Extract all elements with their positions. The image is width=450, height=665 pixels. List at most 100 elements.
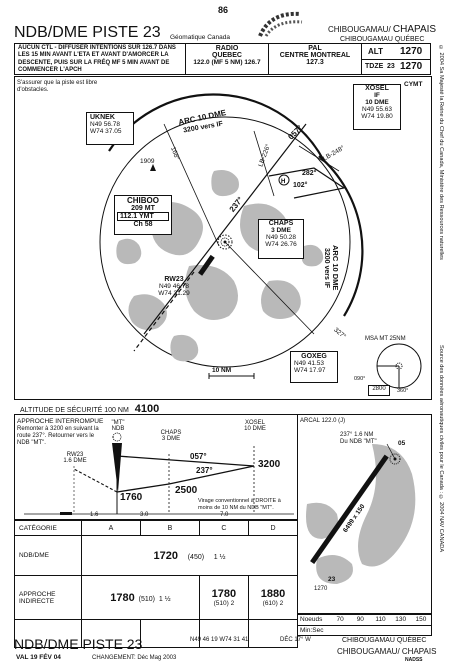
ndb-note: 237° 1.6 NM Du NDB "MT": [340, 432, 377, 446]
aerodrome-lakes: [306, 444, 416, 584]
straight-label: NDB/DME: [14, 535, 82, 576]
alt-label: ALT: [368, 47, 383, 56]
chaps-dme: 3 DME: [271, 227, 291, 234]
circ-c-extra: (510) 2: [200, 600, 248, 607]
runway-symbol: [198, 254, 215, 276]
xosel-dme: 10 DME: [365, 99, 389, 106]
chiboo-channel: Ch 58: [133, 221, 153, 228]
rw23-name: RW23: [164, 276, 184, 283]
ndb-mt-symbol: [389, 453, 401, 465]
city-name-chapais: CHAPAIS: [392, 24, 437, 35]
profile-alt-3200: 3200: [258, 459, 281, 470]
missed-climb: [73, 468, 118, 493]
chaps-profile-label: CHAPS 3 DME: [156, 430, 186, 442]
heading-102: 102°: [293, 182, 308, 189]
minsec-row: Min:Sec: [298, 626, 431, 636]
msa-value-box: 2800: [368, 385, 390, 396]
chaps-lon: W74 26.76: [265, 241, 297, 248]
mt-label: "MT" NDB: [106, 420, 130, 432]
radial-168: [163, 123, 220, 247]
descent-path-2: [116, 483, 170, 493]
cat-c: C: [198, 520, 249, 536]
rw23-lat: N49 46.78: [159, 283, 189, 290]
minima-spacer-row: [14, 619, 299, 648]
city-name: CHIBOUGAMAU/: [328, 25, 391, 34]
msa-brg-090: 090°: [354, 376, 366, 382]
fix-h-letter: H: [281, 179, 285, 185]
aerodrome-elev: 1270: [314, 586, 328, 592]
cat-a: A: [81, 520, 141, 536]
obstacle-elev: 1909: [140, 158, 155, 165]
cat-b: B: [139, 520, 200, 536]
chiboo-dme-freq: 112.1 YMT: [120, 213, 154, 220]
circling-row: APPROCHE INDIRECTE 1780 (510) 1 ½ 1780 (…: [14, 575, 299, 620]
pal-name: CENTRE MONTREAL: [279, 52, 351, 59]
rw23-label: RW23 N49 46.78 W74 31.29: [150, 276, 198, 297]
knots-row: Noeuds 70 90 110 130 150: [298, 615, 431, 626]
chaps-profile-dme: 3 DME: [161, 436, 181, 442]
tdze-value: 1270: [400, 61, 423, 72]
chaps-lat: N49 50.28: [266, 234, 296, 241]
knots-90: 90: [356, 616, 364, 623]
circ-ab-vis: 1 ½: [158, 595, 171, 603]
footer-title: NDB/DME PISTE 23: [14, 636, 143, 652]
radio-label: RADIO: [215, 45, 239, 52]
fix-h-circle: [278, 174, 290, 186]
chaps-profile-name: CHAPS: [160, 430, 182, 436]
rw23-profile-dme: 1.6 DME: [63, 458, 87, 464]
circ-c-hat: (510): [213, 600, 229, 607]
uknek-lon: W74 37.05: [90, 128, 122, 135]
circ-c-mda: 1780: [211, 588, 237, 600]
footer-change: CHANGEMENT: Déc Mag 2003: [92, 655, 177, 661]
speed-table: Noeuds 70 90 110 130 150 Min:Sec: [297, 614, 432, 636]
radio-name: QUEBEC: [212, 52, 242, 59]
city-line-1: CHIBOUGAMAU/ CHAPAIS: [328, 24, 436, 35]
safe-alt-value: 4100: [134, 403, 160, 415]
ten-nm-ring: [99, 116, 351, 368]
clear-runway-note: S'assurer que la piste est libre d'obsta…: [17, 80, 98, 93]
page-number: 86: [218, 5, 229, 15]
rw23-profile-label: RW23 1.6 DME: [60, 452, 90, 464]
pal-label: PAL: [308, 45, 322, 52]
profile-hdg-237: 237°: [196, 466, 213, 475]
descent-path-1: [116, 455, 255, 467]
tdze-label: TDZE: [365, 63, 384, 70]
circling-label: APPROCHE INDIRECTE: [14, 575, 82, 620]
chiboo-box: CHIBOO 209 MT 112.1 YMT Ch 58: [114, 195, 172, 235]
chart-title: NDB/DME PISTE 23: [14, 24, 161, 41]
xosel-lat: N49 55.63: [362, 106, 392, 113]
knots-label: Noeuds: [300, 616, 323, 623]
circling-d: 1880 (610) 2: [247, 575, 299, 620]
pal-box: PAL CENTRE MONTREAL 127.3: [268, 43, 362, 75]
missed-approach-track: [133, 271, 195, 352]
final-approach-track: [143, 123, 307, 335]
straight-vis: 1 ½: [213, 553, 226, 561]
footer-validity: VAL 19 FÉV 04: [16, 654, 61, 661]
missed-title: APPROCHE INTERROMPUE: [17, 418, 104, 425]
minima-header-row: CATÉGORIE A B C D: [14, 520, 299, 536]
straight-hat: (450): [187, 553, 205, 561]
circling-ab: 1780 (510) 1 ½: [81, 575, 200, 620]
tdze-box: TDZE 23 1270: [361, 59, 431, 75]
circ-ab-mda: 1780: [110, 591, 135, 604]
warning-box: AUCUN CTL - DIFFUSER INTENTIONS SUR 126.…: [14, 43, 186, 75]
profile-hdg-057: 057°: [190, 452, 207, 461]
publisher: Géomatique Canada: [170, 34, 230, 41]
profile-diagram: [24, 432, 294, 515]
alt-box: ALT 1270: [361, 43, 431, 60]
cat-d: D: [247, 520, 299, 536]
ndb-note-2: Du NDB "MT": [340, 439, 377, 445]
uknek-box: UKNEK N49 56.78 W74 37.05: [86, 112, 134, 145]
circ-c-vis: 2: [230, 600, 235, 607]
arcal-label: ARCAL 122.0 (J): [300, 418, 346, 424]
circling-label-b: INDIRECTE: [19, 597, 55, 605]
chaps-name: CHAPS: [268, 220, 294, 227]
goxeg-lat: N49 41.53: [294, 360, 324, 367]
safe-alt-row: ALTITUDE DE SÉCURITÉ 100 NM 4100: [20, 403, 159, 415]
alt-value: 1270: [400, 46, 423, 57]
xosel-name: XOSEL: [365, 85, 389, 92]
airport-icao: CYMT: [404, 81, 423, 88]
runway-profile: [60, 512, 72, 515]
chaps-box: CHAPS 3 DME N49 50.28 W74 26.76: [258, 219, 304, 259]
dist-1: 1.6: [90, 512, 99, 518]
